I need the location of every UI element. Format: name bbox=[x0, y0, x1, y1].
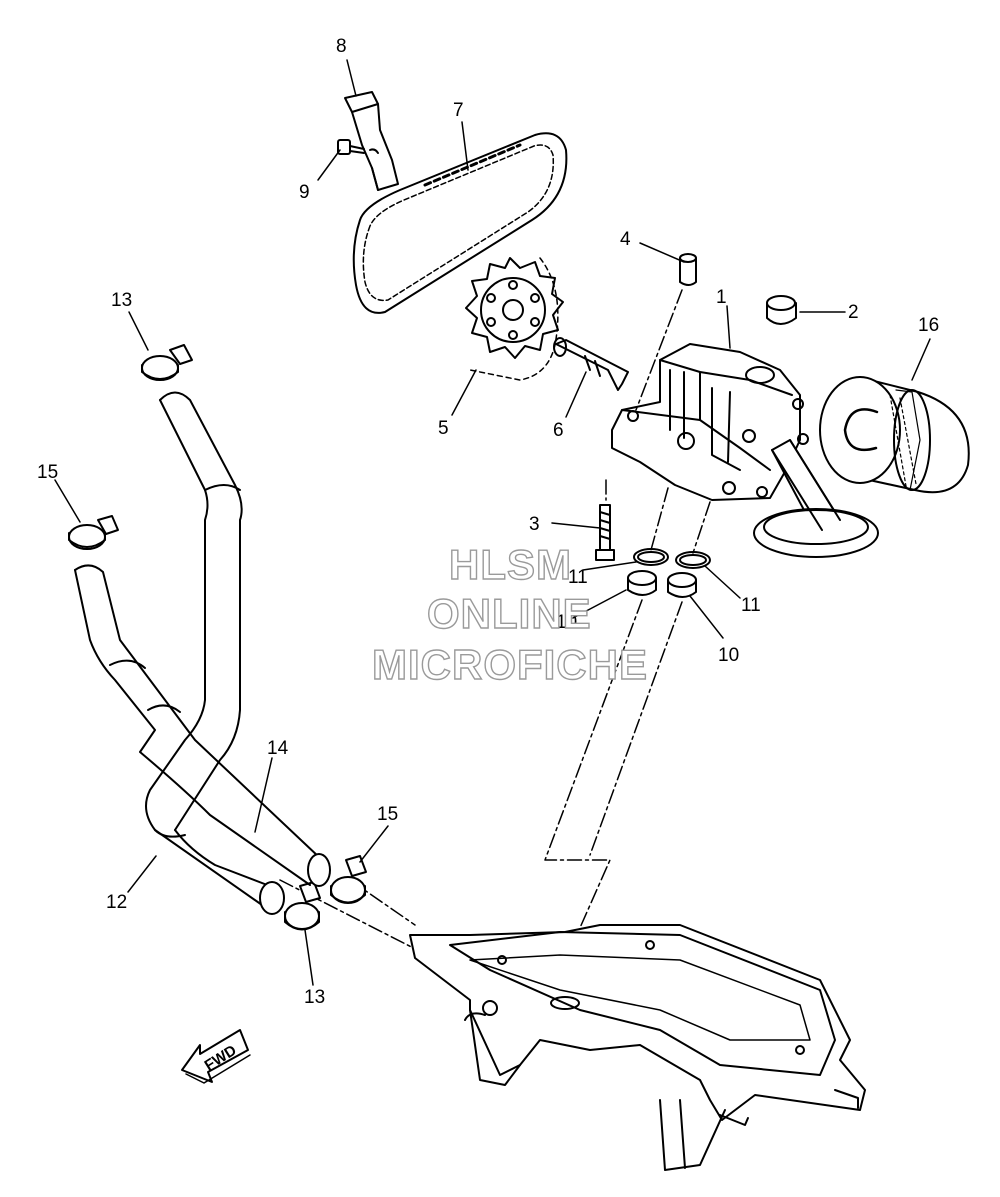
drive-chain bbox=[352, 132, 568, 314]
cap-2 bbox=[766, 295, 797, 325]
callout-15a: 15 bbox=[37, 462, 59, 483]
bolt-9 bbox=[337, 139, 365, 155]
oil-pump-sprocket bbox=[465, 257, 564, 381]
callout-16: 16 bbox=[918, 315, 940, 336]
callout-1: 1 bbox=[716, 287, 727, 308]
leader-lines bbox=[54, 59, 931, 986]
dowel-pin bbox=[679, 253, 697, 286]
callout-13a: 13 bbox=[111, 290, 133, 311]
callout-14: 14 bbox=[267, 738, 289, 759]
callout-7: 7 bbox=[453, 100, 464, 121]
callout-12: 12 bbox=[106, 892, 128, 913]
hose-clamp-15-bottom bbox=[330, 855, 367, 904]
forward-arrow bbox=[181, 1029, 251, 1084]
watermark-microfiche: MICROFICHE bbox=[371, 641, 648, 688]
collars bbox=[627, 570, 697, 598]
watermark-online: ONLINE bbox=[426, 590, 592, 637]
callout-3: 3 bbox=[529, 514, 540, 535]
callout-10a: 10 bbox=[556, 612, 578, 633]
callout-4: 4 bbox=[620, 229, 631, 250]
long-bolt bbox=[595, 504, 615, 561]
oil-pan bbox=[409, 924, 866, 1171]
pump-shaft bbox=[553, 337, 629, 391]
oil-pump-body bbox=[611, 343, 879, 558]
callout-2: 2 bbox=[848, 302, 859, 323]
o-rings bbox=[633, 548, 711, 569]
oil-hose-12 bbox=[145, 391, 285, 915]
callout-9: 9 bbox=[299, 182, 310, 203]
hose-clamp-13-bottom bbox=[284, 881, 321, 931]
oil-hose-14 bbox=[74, 564, 331, 887]
oil-filter bbox=[819, 376, 970, 494]
callout-5: 5 bbox=[438, 418, 449, 439]
callout-6: 6 bbox=[553, 420, 564, 441]
callout-13b: 13 bbox=[304, 987, 326, 1008]
hose-clamp-15-left bbox=[68, 515, 119, 550]
callout-15b: 15 bbox=[377, 804, 399, 825]
callout-10b: 10 bbox=[718, 645, 740, 666]
callout-11a: 11 bbox=[568, 567, 588, 588]
watermark-hlsm: HLSM bbox=[448, 541, 572, 588]
callout-11b: 11 bbox=[741, 595, 761, 616]
hose-clamp-13-top bbox=[141, 344, 193, 381]
callout-8: 8 bbox=[336, 36, 347, 57]
chain-guide-bracket bbox=[344, 91, 399, 191]
